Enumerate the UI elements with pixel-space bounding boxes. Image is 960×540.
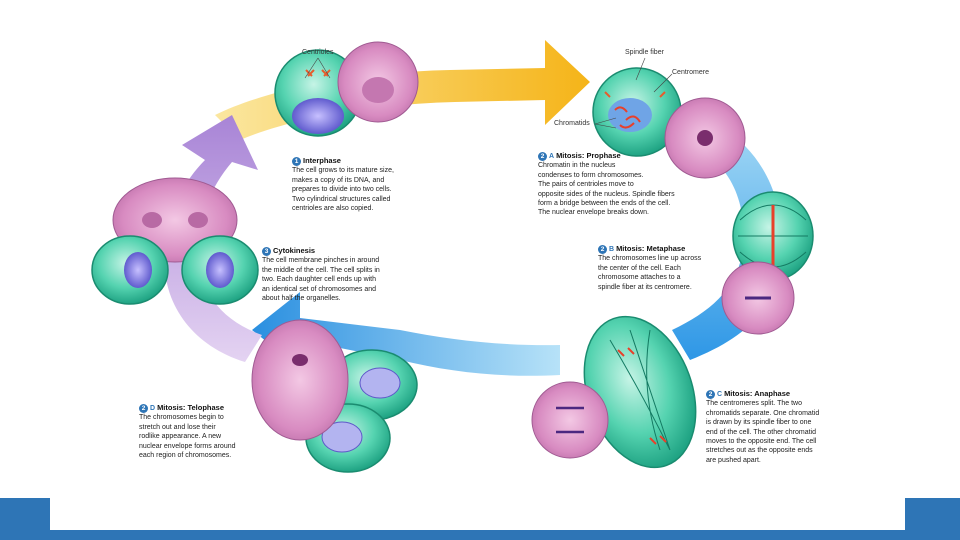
arrow-cytokinesis-to-interphase [164,115,262,362]
interphase-line: centrioles are also copied. [292,205,374,213]
metaphase-line: The chromosomes line up across [598,255,702,263]
spindle-fiber-label: Spindle fiber [625,49,664,56]
cytokinesis-number: 3 [262,246,271,256]
interphase-micrograph [337,41,419,123]
anaphase-line: stretches out as the opposite ends [706,447,813,455]
metaphase-line: chromosome attaches to a [598,274,681,282]
anaphase-line: are pushed apart. [706,456,761,464]
anaphase-title: Mitosis: Anaphase [724,389,791,398]
interphase-line: makes a copy of its DNA, and [292,176,385,184]
cytokinesis-cell [91,235,259,305]
prophase-cell [592,67,682,157]
cytokinesis-line: about half the organelles. [262,295,341,303]
centrioles-label: Centrioles [302,49,334,56]
prophase-line: form a bridge between the ends of the ce… [538,200,671,208]
anaphase-line: The centromeres split. The two [706,400,802,408]
interphase-line: Two cylindrical structures called [292,195,391,203]
prophase-number: 2 [538,151,547,161]
cytokinesis-title: Cytokinesis [273,246,316,255]
telophase-line: The chromosomes begin to [139,414,224,422]
prophase-line: opposite sides of the nucleus. Spindle f… [538,190,675,198]
cytokinesis-line: the middle of the cell. The cell splits … [262,266,380,274]
interphase-title: Interphase [303,156,341,165]
telophase-micrograph [251,319,349,441]
leader-lines [304,57,673,129]
anaphase-number: 2 [706,389,715,399]
interphase-line: The cell grows to its mature size, [292,167,394,175]
footer-bar-bottom [50,530,905,540]
prophase-line: The pairs of centrioles move to [538,181,634,189]
telophase-line: stretch out and lose their [139,423,216,431]
centromere-label: Centromere [672,69,709,76]
prophase-line: The nuclear envelope breaks down. [538,209,649,217]
telophase-line: each region of chromosomes. [139,452,232,460]
anaphase-line: chromatids separate. One chromatid [706,409,820,417]
anaphase-tag: C [717,391,723,398]
prophase-tag: A [549,153,555,160]
metaphase-line: spindle fiber at its centromere. [598,283,692,291]
anaphase-micrograph [531,381,609,459]
footer-bar-right [905,498,960,540]
metaphase-title: Mitosis: Metaphase [616,244,686,253]
cytokinesis-line: an identical set of chromosomes and [262,285,377,293]
arrow-anaphase-to-telophase [252,292,560,376]
telophase-title: Mitosis: Telophase [157,403,225,412]
metaphase-number: 2 [598,244,607,254]
footer-bar-left [0,498,50,540]
interphase-number: 1 [292,156,301,166]
telophase-number: 2 [139,403,148,413]
telophase-line: nuclear envelope forms around [139,442,236,450]
telophase-tag: D [150,405,156,412]
cytokinesis-line: two. Each daughter cell ends up with [262,276,377,284]
prophase-line: Chromatin in the nucleus [538,162,616,170]
anaphase-cell [583,315,697,469]
anaphase-line: moves to the opposite end. The cell [706,438,817,446]
prophase-line: condenses to form chromosomes. [538,171,644,179]
telophase-line: rodlike appearance. A new [139,433,222,441]
anaphase-line: end of the cell. The other chromatid [706,428,816,436]
anaphase-line: is drawn by its spindle fiber to one [706,419,812,427]
interphase-line: prepares to divide into two cells. [292,186,392,194]
prophase-title: Mitosis: Prophase [556,151,621,160]
metaphase-micrograph [721,261,795,335]
prophase-micrograph [664,97,746,179]
chromatids-label: Chromatids [554,120,590,127]
metaphase-line: the center of the cell. Each [598,264,681,272]
metaphase-tag: B [609,246,615,253]
cytokinesis-line: The cell membrane pinches in around [262,257,380,265]
